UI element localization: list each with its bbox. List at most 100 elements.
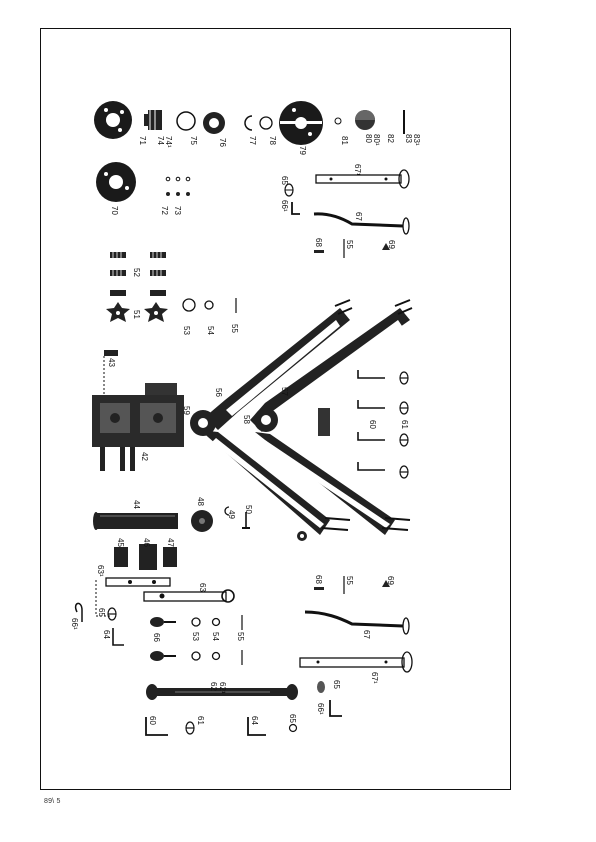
callout-69-bottom: 69 (386, 576, 395, 585)
callout-61-bottom: 61 (196, 716, 205, 725)
washer-81 (334, 117, 342, 125)
l-pins-60 (357, 370, 385, 471)
frame-forks (321, 299, 413, 531)
callout-64-left: 64 (102, 630, 111, 639)
callout-51: 51 (132, 310, 141, 319)
callout-74: 74 (156, 136, 165, 145)
callout-55-bottom: 55 (236, 632, 245, 641)
callout-78: 78 (268, 136, 277, 145)
callout-61-mid: 61 (400, 420, 409, 429)
hub-59 (190, 410, 216, 436)
callout-43: 43 (107, 358, 116, 367)
plate-frame (40, 28, 511, 790)
callout-80a: 80¹ (372, 134, 381, 146)
lock-66a-bottom (329, 700, 342, 717)
linch-pin-65-top (284, 183, 294, 197)
callout-44: 44 (132, 500, 141, 509)
callout-49: 49 (227, 510, 236, 519)
springs-52 (110, 252, 166, 296)
pin-65-bottom (288, 723, 298, 733)
lever-43 (103, 350, 118, 395)
callout-60-mid: 60 (368, 420, 377, 429)
shaft-74 (144, 110, 162, 130)
callout-45: 45 (116, 538, 125, 547)
rings-53-54-bottom (191, 617, 221, 661)
gearbox-42 (92, 383, 184, 471)
callout-58: 58 (242, 415, 251, 424)
bent-pin-67-bottom (304, 610, 410, 635)
callout-66a-top: 66¹ (280, 200, 289, 212)
callout-62: 62 (209, 682, 218, 691)
callout-59: 59 (182, 406, 191, 415)
cross-bar (318, 408, 330, 436)
callout-55-top: 55 (345, 240, 354, 249)
callout-50: 50 (244, 505, 253, 514)
callout-66a-left: 66¹ (70, 618, 79, 630)
disc-80 (355, 110, 375, 130)
callout-77: 77 (248, 136, 257, 145)
flange-disc-71 (94, 101, 132, 139)
callout-47: 47 (166, 538, 175, 547)
v-frame-hollows (212, 320, 402, 528)
callout-75: 75 (189, 136, 198, 145)
callout-81: 81 (340, 136, 349, 145)
linch-pin-65-left (107, 607, 117, 621)
hub-58 (254, 408, 278, 432)
clip-69-top (382, 243, 390, 250)
callout-46: 46 (142, 538, 151, 547)
callout-69-top: 69 (387, 240, 396, 249)
l-pin-60-bottom (145, 717, 168, 736)
callout-55-bottom-right: 55 (345, 576, 354, 585)
link-arm-63 (95, 577, 235, 617)
l-pin-64-left (112, 628, 124, 646)
circlip-49 (224, 506, 230, 516)
flange-disc-70 (96, 162, 136, 202)
callout-73: 73 (173, 206, 182, 215)
turnbuckle-62 (146, 684, 298, 700)
flange-disc-79 (279, 101, 323, 145)
bolt-50 (242, 512, 250, 529)
callout-65-left: 65 (97, 608, 106, 617)
callout-68-top: 68 (314, 238, 323, 247)
callout-57: 57 (280, 387, 289, 396)
linch-pin-61-bottom (185, 721, 195, 735)
callout-62a: 62¹ (218, 682, 227, 694)
ring-53-top (182, 298, 196, 312)
studs-72-73 (165, 176, 191, 196)
callout-42: 42 (140, 452, 149, 461)
pin-68-bottom (314, 587, 324, 590)
callout-67-bottom: 67 (362, 630, 371, 639)
page-code: 89\ 5 (44, 798, 61, 805)
callout-65-bottom-right: 65 (332, 680, 341, 689)
circlip-77 (244, 115, 253, 131)
callout-64-bottom: 64 (250, 716, 259, 725)
bent-pin-67-top (313, 212, 410, 235)
callout-70: 70 (110, 206, 119, 215)
callout-52: 52 (132, 268, 141, 277)
callout-54-top: 54 (206, 326, 215, 335)
pin-67a-bottom (299, 651, 413, 673)
linch-pin-65-bottom-right (317, 681, 325, 693)
callout-79: 79 (298, 146, 307, 155)
callout-48: 48 (196, 497, 205, 506)
callouts: 71 74 74¹ 75 76 77 78 79 81 80 80¹ 82 83… (70, 134, 421, 725)
callout-67a-bottom: 67¹ (370, 672, 379, 684)
ring-54-top (204, 300, 214, 310)
callout-66a-bottom: 66¹ (316, 703, 325, 715)
callout-71: 71 (138, 136, 147, 145)
callout-67-top: 67 (354, 212, 363, 221)
eye-bolts-66 (150, 617, 176, 661)
ring-78 (259, 116, 273, 130)
callout-83a: 83¹ (412, 134, 421, 146)
l-pin-64-bottom (247, 717, 266, 736)
linch-pins-61 (399, 371, 409, 479)
callout-65-top: 65 (280, 176, 289, 185)
bearing-76 (203, 112, 225, 134)
callout-66: 66 (152, 633, 161, 642)
clip-69-bottom (382, 580, 390, 587)
bushes-45-46-47 (114, 544, 177, 570)
callout-53-top: 53 (182, 326, 191, 335)
pin-68-top (314, 250, 324, 253)
callout-65-bottom: 65 (288, 714, 297, 723)
